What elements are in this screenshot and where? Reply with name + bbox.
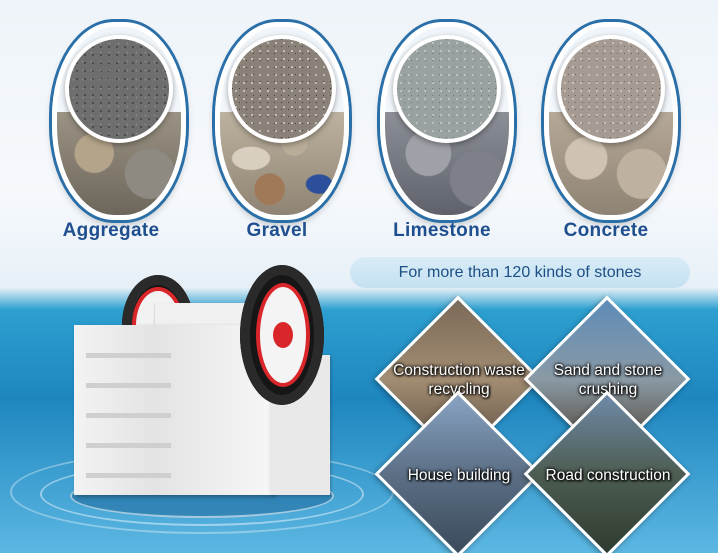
body-rib (86, 413, 171, 418)
stone-label-gravel: Gravel (246, 220, 308, 241)
stone-label-limestone: Limestone (393, 220, 491, 241)
application-house-building: House building (374, 390, 544, 553)
application-label: Sand and stone crushing (553, 362, 663, 398)
body-rib (86, 353, 171, 358)
application-construction-waste: Construction waste recycling (374, 295, 544, 463)
body-rib (86, 473, 171, 478)
application-label: Construction waste recycling (393, 362, 525, 398)
application-label: House building (407, 466, 511, 484)
application-label: Road construction (545, 466, 671, 484)
gravel-image (215, 22, 349, 220)
body-rib (86, 443, 171, 448)
application-road-construction: Road construction (523, 390, 693, 553)
application-sand-stone-crushing: Sand and stone crushing (523, 295, 693, 463)
aggregate-image (52, 22, 186, 220)
jaw-crusher-image (70, 265, 340, 505)
limestone-image (380, 22, 514, 220)
stone-label-aggregate: Aggregate (62, 220, 160, 241)
concrete-image (544, 22, 678, 220)
stone-label-concrete: Concrete (563, 220, 649, 241)
flywheel-center (273, 322, 293, 348)
body-rib (86, 383, 171, 388)
stone-count-banner: For more than 120 kinds of stones (350, 257, 690, 288)
